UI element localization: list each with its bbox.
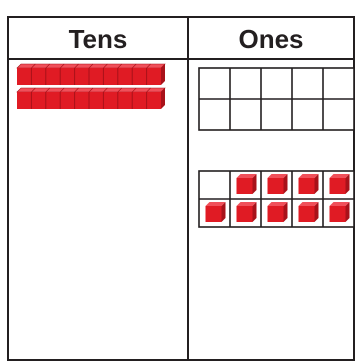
ones-unit-cube — [268, 202, 288, 222]
ones-unit-cube — [237, 174, 257, 194]
ones-unit-cube — [206, 202, 226, 222]
ones-unit-cube — [330, 202, 350, 222]
ten-frame-filled — [199, 171, 354, 227]
ones-unit-cube — [268, 174, 288, 194]
tens-header: Tens — [69, 24, 128, 54]
tens-rod — [17, 88, 165, 109]
ones-header: Ones — [238, 24, 303, 54]
ones-unit-cube — [330, 174, 350, 194]
tens-rod — [17, 64, 165, 85]
ten-frame-empty — [199, 68, 354, 130]
ones-unit-cube — [299, 202, 319, 222]
ones-unit-cube — [299, 174, 319, 194]
ones-unit-cube — [237, 202, 257, 222]
